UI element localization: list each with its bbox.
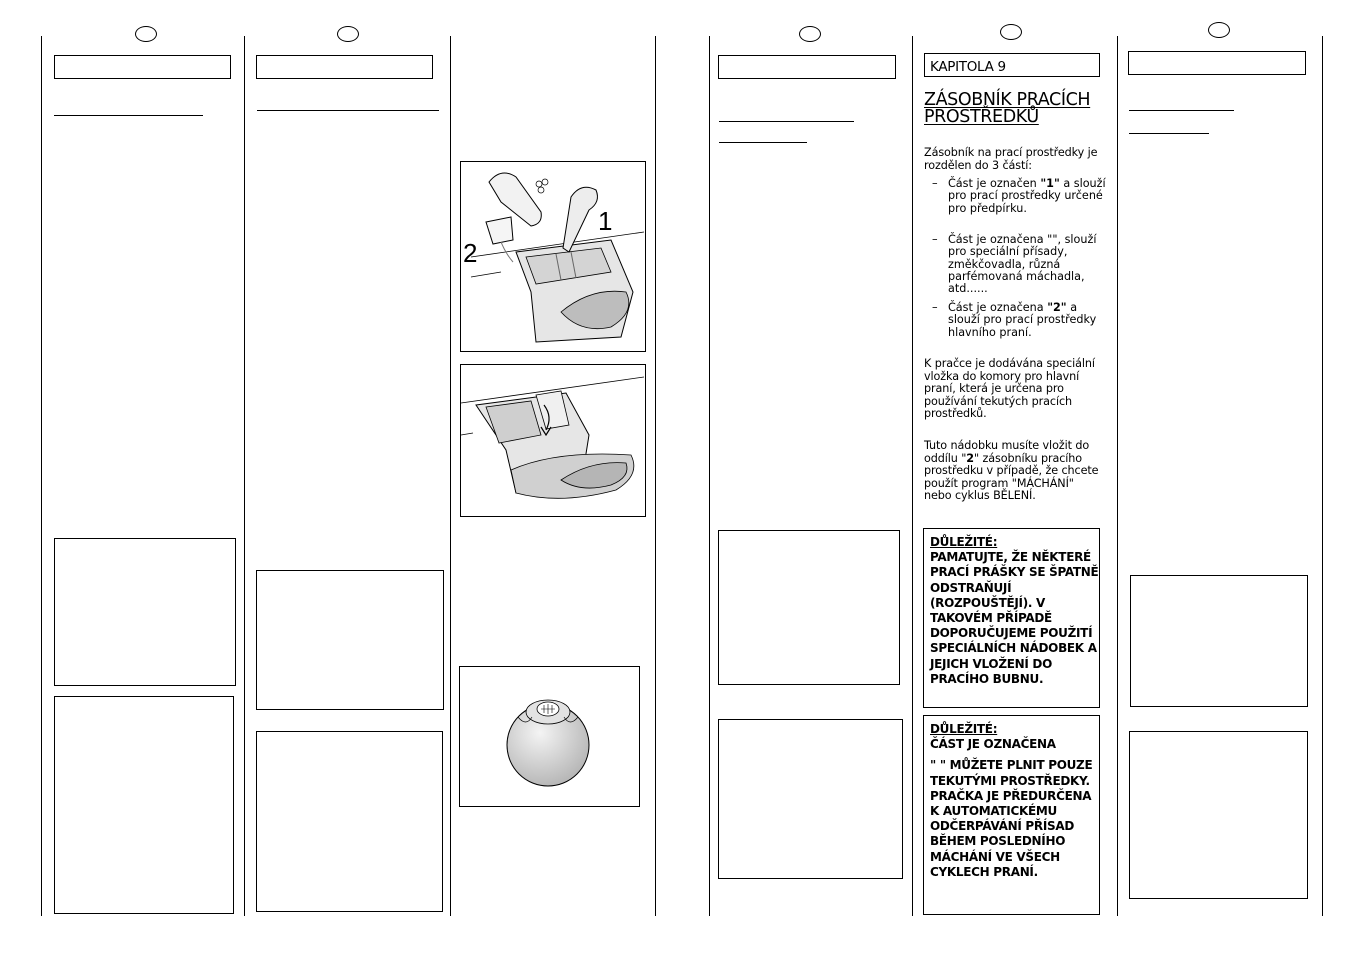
- column-divider: [450, 36, 451, 916]
- empty-warning-frame: [256, 570, 444, 710]
- title-underline: [257, 110, 439, 111]
- column-divider: [1322, 36, 1323, 916]
- list-item-text: ", slouží pro speciální přísady, změkčov…: [948, 233, 1097, 296]
- chapter-label: KAPITOLA 9: [930, 59, 1006, 75]
- chapter-label-box: KAPITOLA 9: [924, 53, 1100, 77]
- title-underline: [1129, 110, 1234, 111]
- language-oval-marker: [1208, 22, 1230, 38]
- list-item-text: Část je označena: [948, 301, 1048, 314]
- drawer-filling-illustration: 1 2: [463, 172, 645, 343]
- liquid-insert-paragraph: K pračce je dodávána speciální vložka do…: [924, 357, 1095, 420]
- list-item-text: a slouží pro prací prostředky určené pro…: [948, 177, 1106, 215]
- compartment-label-1: 1: [598, 206, 612, 236]
- dosing-ball-illustration: [506, 699, 590, 787]
- chapter-title: ZÁSOBNÍK PRACÍCH PROSTŘEDKŮ: [924, 90, 1104, 127]
- list-dash: –: [932, 177, 938, 190]
- empty-warning-frame: [718, 719, 903, 879]
- chapter-header-box: [1128, 51, 1306, 75]
- warning-line: ČÁST JE OZNAČENA: [930, 737, 1056, 752]
- chapter-header-box: [718, 55, 896, 79]
- chapter-header-box: [256, 55, 433, 79]
- column-divider: [709, 36, 710, 916]
- list-item-text: Část je označen: [948, 177, 1041, 190]
- empty-warning-frame: [1129, 731, 1308, 899]
- list-item-bold: "2": [1047, 301, 1067, 314]
- empty-warning-frame: [54, 696, 234, 914]
- dosing-ball-figure: [459, 666, 640, 807]
- column-divider: [655, 36, 656, 916]
- compartment-label-2: 2: [463, 238, 477, 268]
- warning-box-liquids: DŮLEŽITÉ: ČÁST JE OZNAČENA " " MŮŽETE PL…: [923, 715, 1100, 915]
- list-dash: –: [932, 301, 938, 314]
- title-underline: [1129, 133, 1209, 134]
- empty-warning-frame: [256, 731, 443, 912]
- list-item-text: a slouží pro prací prostředky hlavního p…: [948, 301, 1097, 339]
- title-underline: [719, 142, 807, 143]
- paragraph-bold: 2: [966, 451, 974, 465]
- language-oval-marker: [337, 26, 359, 42]
- warning-heading: DŮLEŽITÉ:: [930, 535, 998, 549]
- liquid-insert-figure: [460, 364, 646, 517]
- language-oval-marker: [1000, 24, 1022, 40]
- title-underline: [54, 115, 203, 116]
- warning-body: PAMATUJTE, ŽE NĚKTERÉ PRACÍ PRÁŠKY SE ŠP…: [930, 550, 1099, 686]
- insert-usage-paragraph: Tuto nádobku musíte vložit do oddílu "2"…: [924, 439, 1104, 503]
- paragraph-text: " zásobníku pracího prostředku v případě…: [924, 451, 1099, 502]
- list-dash: –: [932, 233, 938, 246]
- empty-warning-frame: [54, 538, 236, 686]
- column-divider: [41, 36, 42, 916]
- drawer-filling-figure: 1 2: [460, 161, 646, 352]
- list-item-text: Část je označena ": [948, 233, 1053, 246]
- column-divider: [912, 36, 913, 916]
- list-item-bold: "1": [1040, 177, 1060, 190]
- chapter-header-box: [54, 55, 231, 79]
- language-oval-marker: [135, 26, 157, 42]
- warning-heading: DŮLEŽITÉ:: [930, 722, 998, 736]
- chapter-title-line2: PROSTŘEDKŮ: [924, 107, 1039, 127]
- column-divider: [244, 36, 245, 916]
- warning-box-powders: DŮLEŽITÉ: PAMATUJTE, ŽE NĚKTERÉ PRACÍ PR…: [923, 528, 1100, 708]
- warning-body: " " MŮŽETE PLNIT POUZE TEKUTÝMI PROSTŘED…: [930, 758, 1093, 879]
- liquid-insert-illustration: [460, 376, 645, 499]
- empty-warning-frame: [1130, 575, 1308, 707]
- title-underline: [719, 121, 854, 122]
- paragraph-text: Tuto nádobku musíte vložit do oddílu ": [924, 439, 1090, 465]
- language-oval-marker: [799, 26, 821, 42]
- intro-text: Zásobník na prací prostředky je rozdělen…: [924, 146, 1098, 172]
- column-divider: [1117, 36, 1118, 916]
- chapter-title-line1: ZÁSOBNÍK PRACÍCH: [924, 90, 1091, 110]
- empty-warning-frame: [718, 530, 900, 685]
